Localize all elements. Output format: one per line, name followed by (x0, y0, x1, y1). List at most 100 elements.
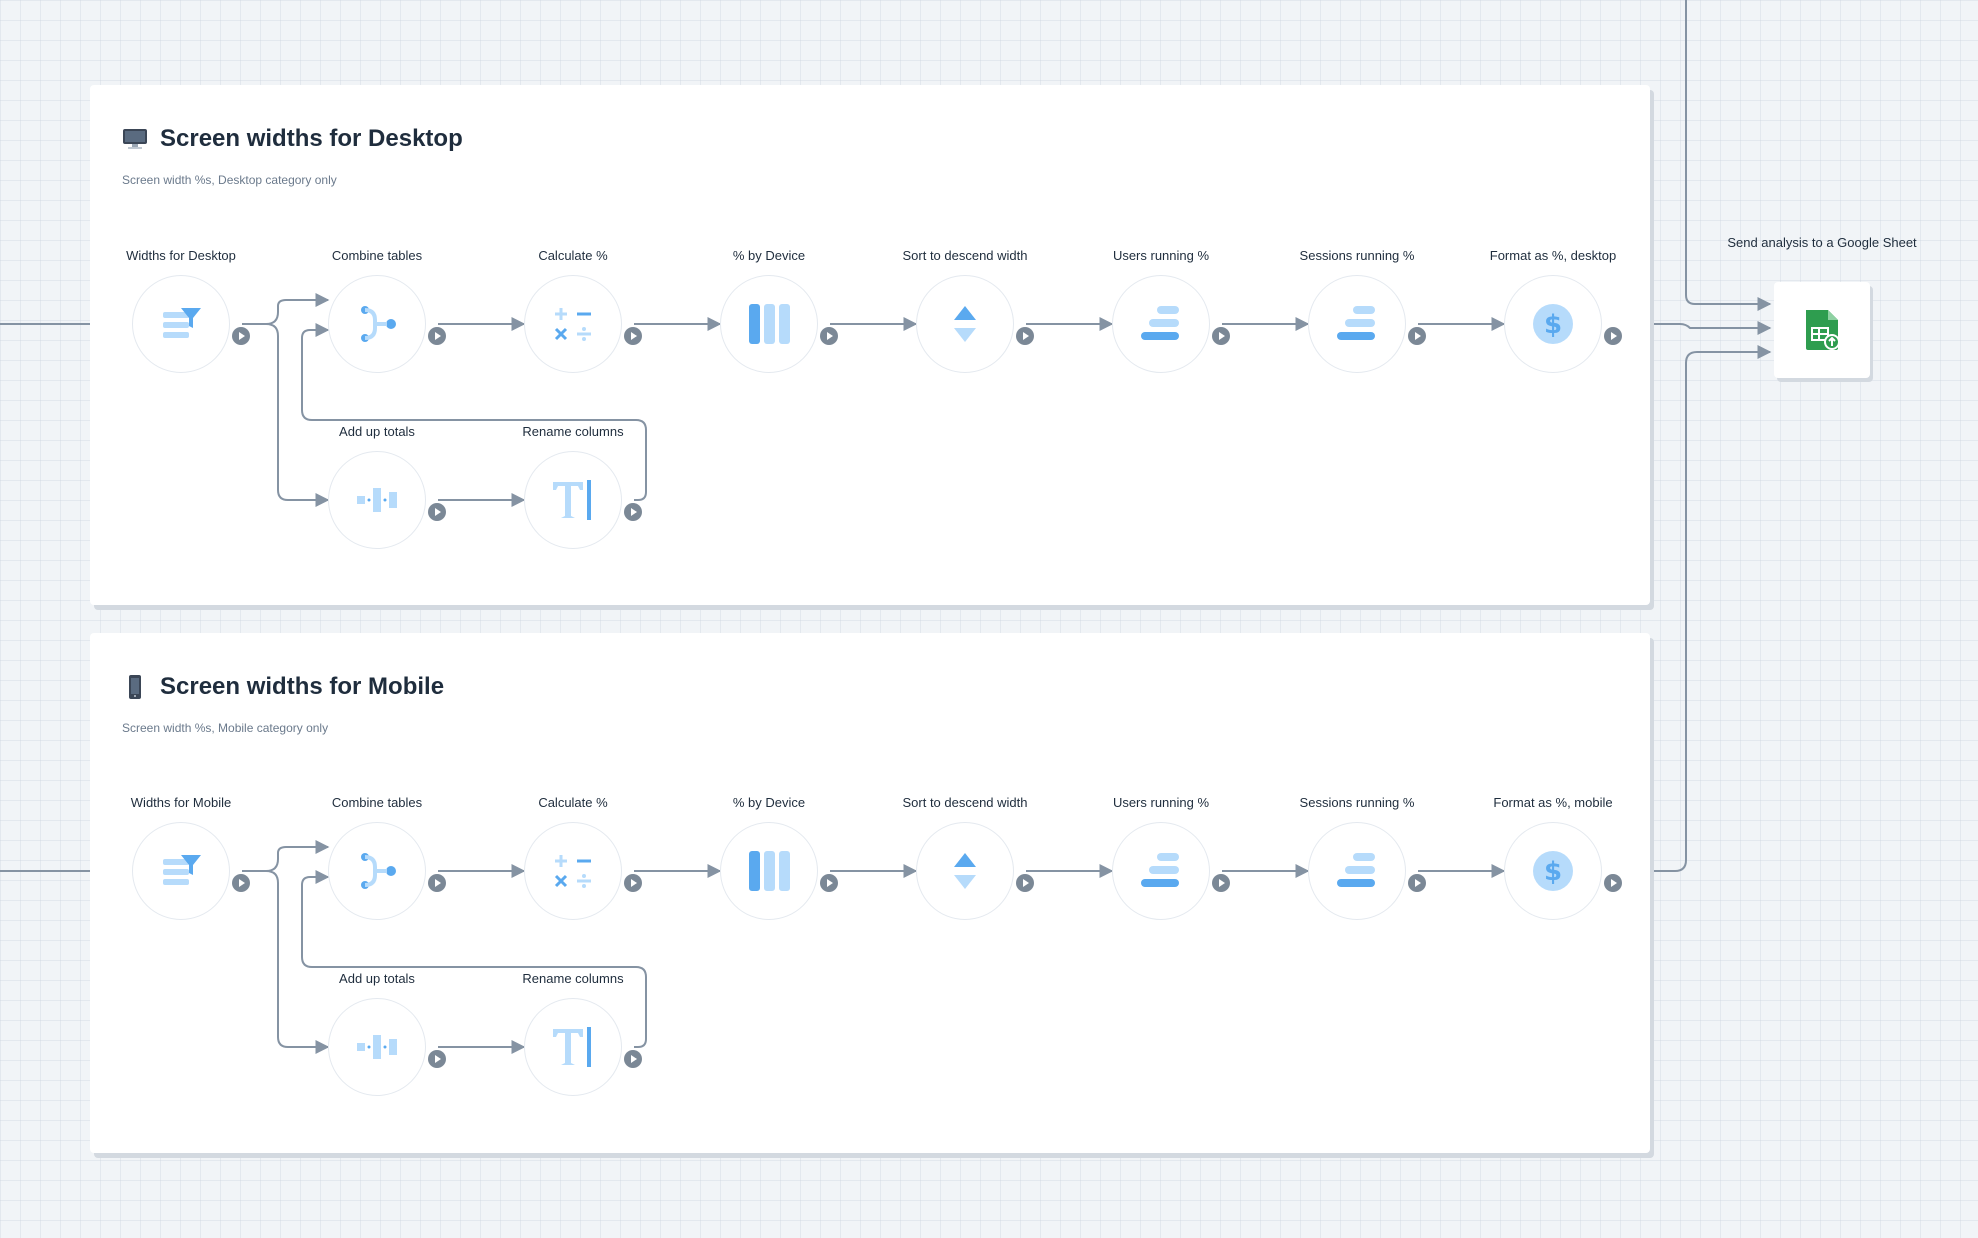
running-total-icon (1141, 853, 1179, 887)
aggregate-icon (357, 488, 397, 512)
node-widths-source[interactable]: Widths for Mobile (131, 795, 250, 920)
combine-tables-icon (361, 853, 396, 889)
node-calculate-percent[interactable]: Calculate % (524, 795, 642, 920)
node-add-up-totals[interactable]: Add up totals (328, 424, 446, 549)
columns-icon (749, 851, 790, 891)
aggregate-icon (357, 1035, 397, 1059)
panel-mobile: Screen widths for Mobile Screen width %s… (90, 633, 1650, 1153)
node-circle[interactable] (720, 275, 818, 373)
node-calculate-percent[interactable]: Calculate % (524, 248, 642, 373)
google-sheets-icon (1806, 310, 1840, 350)
panel-subtitle: Screen width %s, Desktop category only (122, 173, 337, 187)
node-label: Add up totals (339, 424, 415, 439)
node-circle[interactable]: $ (1504, 275, 1602, 373)
node-sessions-running[interactable]: Sessions running % (1300, 248, 1426, 373)
run-button[interactable] (428, 1050, 446, 1068)
panel-connections (242, 293, 1506, 507)
node-circle[interactable] (720, 822, 818, 920)
node-label: Format as %, desktop (1489, 248, 1617, 263)
node-circle[interactable] (524, 451, 622, 549)
run-button[interactable] (1016, 327, 1034, 345)
node-format-percent[interactable]: Format as %, mobile $ (1493, 795, 1622, 920)
node-sort-descend[interactable]: Sort to descend width (902, 795, 1034, 920)
run-button[interactable] (232, 874, 250, 892)
node-circle[interactable] (524, 998, 622, 1096)
node-circle[interactable] (524, 275, 622, 373)
run-button[interactable] (820, 874, 838, 892)
dollar-format-icon: $ (1533, 304, 1573, 344)
run-button[interactable] (820, 327, 838, 345)
node-circle[interactable] (328, 822, 426, 920)
run-button[interactable] (232, 327, 250, 345)
node-circle[interactable] (132, 275, 230, 373)
calculator-icon (554, 308, 591, 341)
node-label: % by Device (732, 248, 806, 263)
node-combine-tables[interactable]: Combine tables (328, 248, 446, 373)
node-rename-columns[interactable]: Rename columns (522, 424, 642, 549)
node-label: Sessions running % (1299, 795, 1415, 810)
node-label: Combine tables (331, 795, 423, 810)
run-button[interactable] (428, 874, 446, 892)
node-circle[interactable] (328, 451, 426, 549)
node-label: Rename columns (522, 424, 624, 439)
node-widths-source[interactable]: Widths for Desktop (126, 248, 250, 373)
run-button[interactable] (428, 503, 446, 521)
run-button[interactable] (1408, 327, 1426, 345)
run-button[interactable] (1212, 327, 1230, 345)
panel-subtitle: Screen width %s, Mobile category only (122, 721, 329, 735)
run-button[interactable] (1212, 874, 1230, 892)
panel-desktop: Screen widths for Desktop Screen width %… (90, 85, 1650, 605)
node-label: % by Device (732, 795, 806, 810)
node-circle[interactable] (916, 275, 1014, 373)
node-circle[interactable] (1112, 275, 1210, 373)
run-button[interactable] (624, 874, 642, 892)
node-circle[interactable] (328, 998, 426, 1096)
node-circle[interactable] (328, 275, 426, 373)
panel-title-text: Screen widths for Mobile (160, 673, 445, 700)
node-circle[interactable] (1308, 822, 1406, 920)
run-button[interactable] (624, 327, 642, 345)
node-circle[interactable] (1112, 822, 1210, 920)
node-users-running[interactable]: Users running % (1112, 795, 1230, 920)
run-button[interactable] (428, 327, 446, 345)
node-circle[interactable] (132, 822, 230, 920)
text-rename-icon (553, 480, 591, 520)
panel-title: Screen widths for Mobile (122, 673, 444, 701)
running-total-icon (1141, 306, 1179, 340)
node-label: Widths for Desktop (126, 248, 236, 263)
node-combine-tables[interactable]: Combine tables (328, 795, 446, 920)
node-label: Users running % (1112, 795, 1210, 810)
run-button[interactable] (624, 1050, 642, 1068)
node-add-up-totals[interactable]: Add up totals (328, 971, 446, 1096)
node-label: Users running % (1112, 248, 1210, 263)
run-button[interactable] (1604, 327, 1622, 345)
filter-icon (163, 855, 201, 885)
node-label: Calculate % (538, 248, 608, 263)
node-rename-columns[interactable]: Rename columns (522, 971, 642, 1096)
node-users-running[interactable]: Users running % (1112, 248, 1230, 373)
node-circle[interactable] (524, 822, 622, 920)
text-rename-icon (553, 1027, 591, 1067)
calculator-icon (554, 855, 591, 888)
node-format-percent[interactable]: Format as %, desktop $ (1490, 248, 1622, 373)
sheet-node-label: Send analysis to a Google Sheet (1727, 235, 1917, 250)
google-sheet-node[interactable] (1774, 282, 1870, 378)
run-button[interactable] (624, 503, 642, 521)
run-button[interactable] (1604, 874, 1622, 892)
filter-icon (163, 308, 201, 338)
run-button[interactable] (1408, 874, 1426, 892)
node-sort-descend[interactable]: Sort to descend width (902, 248, 1034, 373)
node-label: Widths for Mobile (130, 795, 232, 810)
run-button[interactable] (1016, 874, 1034, 892)
svg-text:$: $ (1544, 857, 1562, 887)
sort-icon (954, 853, 976, 889)
dollar-format-icon: $ (1533, 851, 1573, 891)
panel-connections (242, 840, 1506, 1054)
node-circle[interactable]: $ (1504, 822, 1602, 920)
node-circle[interactable] (916, 822, 1014, 920)
node-label: Format as %, mobile (1493, 795, 1613, 810)
node-sessions-running[interactable]: Sessions running % (1300, 795, 1426, 920)
node-circle[interactable] (1308, 275, 1406, 373)
node-percent-by-device[interactable]: % by Device (720, 795, 838, 920)
node-percent-by-device[interactable]: % by Device (720, 248, 838, 373)
